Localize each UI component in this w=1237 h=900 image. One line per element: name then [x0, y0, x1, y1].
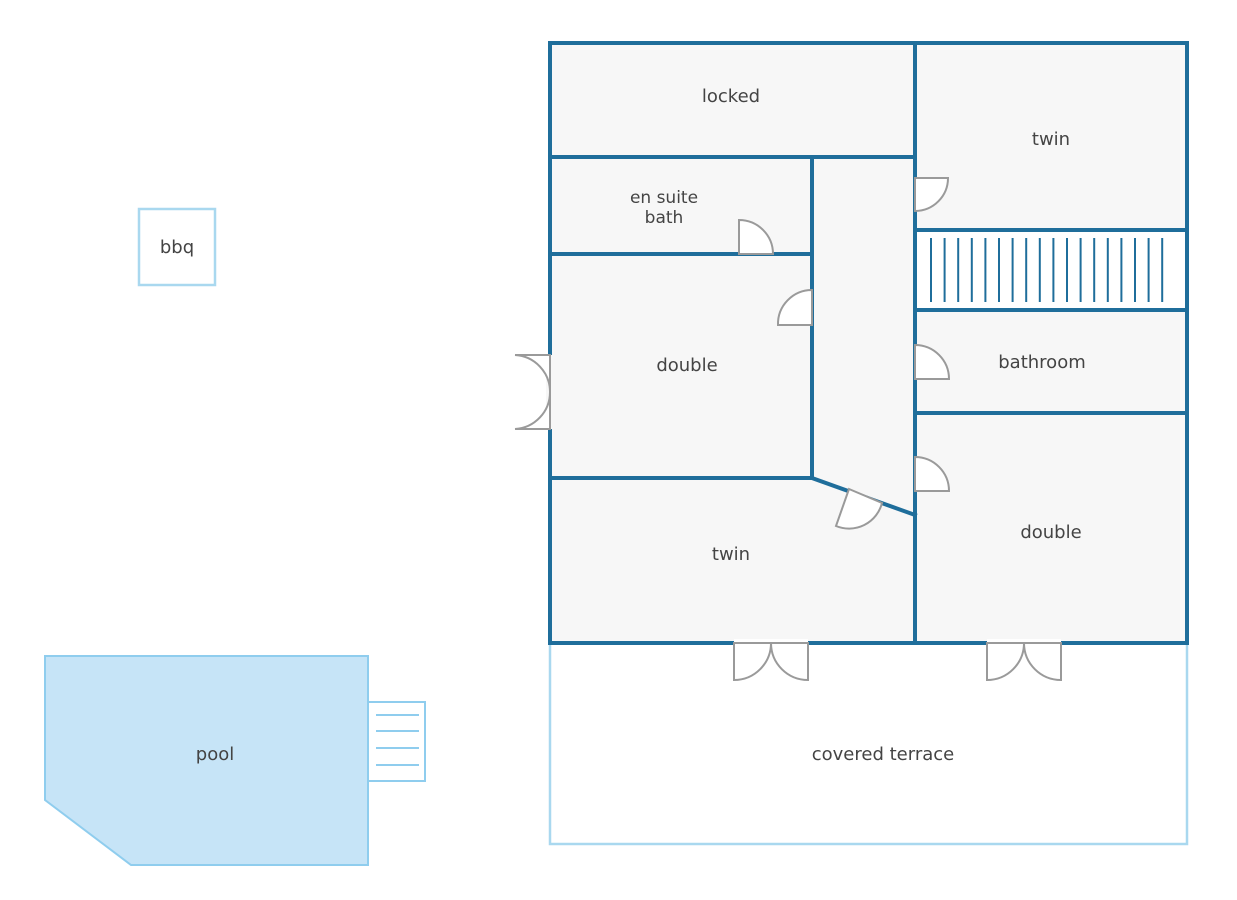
bbq-box [137, 207, 217, 287]
pool-shape [44, 655, 369, 866]
room-label-twin-bottom: twin [712, 544, 750, 565]
outer-wall [548, 41, 1189, 645]
room-label-en-suite-line2: bath [645, 208, 684, 228]
door-exterior-left-bottom [514, 391, 552, 430]
building-fill [550, 43, 1187, 643]
room-label-locked: locked [702, 86, 760, 107]
room-label-double-left: double [656, 355, 717, 376]
door-double-left [776, 288, 813, 326]
room-label-terrace: covered terrace [812, 744, 954, 765]
doors [514, 177, 1062, 682]
door-double-right [914, 455, 951, 492]
door-en-suite [738, 218, 775, 255]
door-bathroom [914, 343, 951, 380]
door-terrace-right-b [1022, 642, 1062, 682]
pool [44, 655, 426, 866]
room-label-en-suite-line1: en suite [630, 188, 698, 208]
label-bbq: bbq [160, 237, 194, 258]
door-exterior-left-top [514, 354, 552, 393]
room-label-bathroom: bathroom [998, 352, 1086, 373]
pool-steps-box [367, 701, 426, 782]
labels: locked twin en suite bath double bathroo… [160, 86, 1086, 765]
door-twin-top [914, 177, 950, 213]
room-label-double-right: double [1020, 522, 1081, 543]
stair-lines [930, 238, 1164, 302]
terrace-outline [548, 641, 1189, 846]
room-label-twin-top: twin [1032, 129, 1070, 150]
staircase [915, 230, 1187, 310]
door-twin-bottom [834, 487, 884, 530]
door-terrace-left-b [769, 642, 809, 682]
staircase-fill [915, 230, 1187, 310]
label-pool: pool [196, 744, 234, 765]
